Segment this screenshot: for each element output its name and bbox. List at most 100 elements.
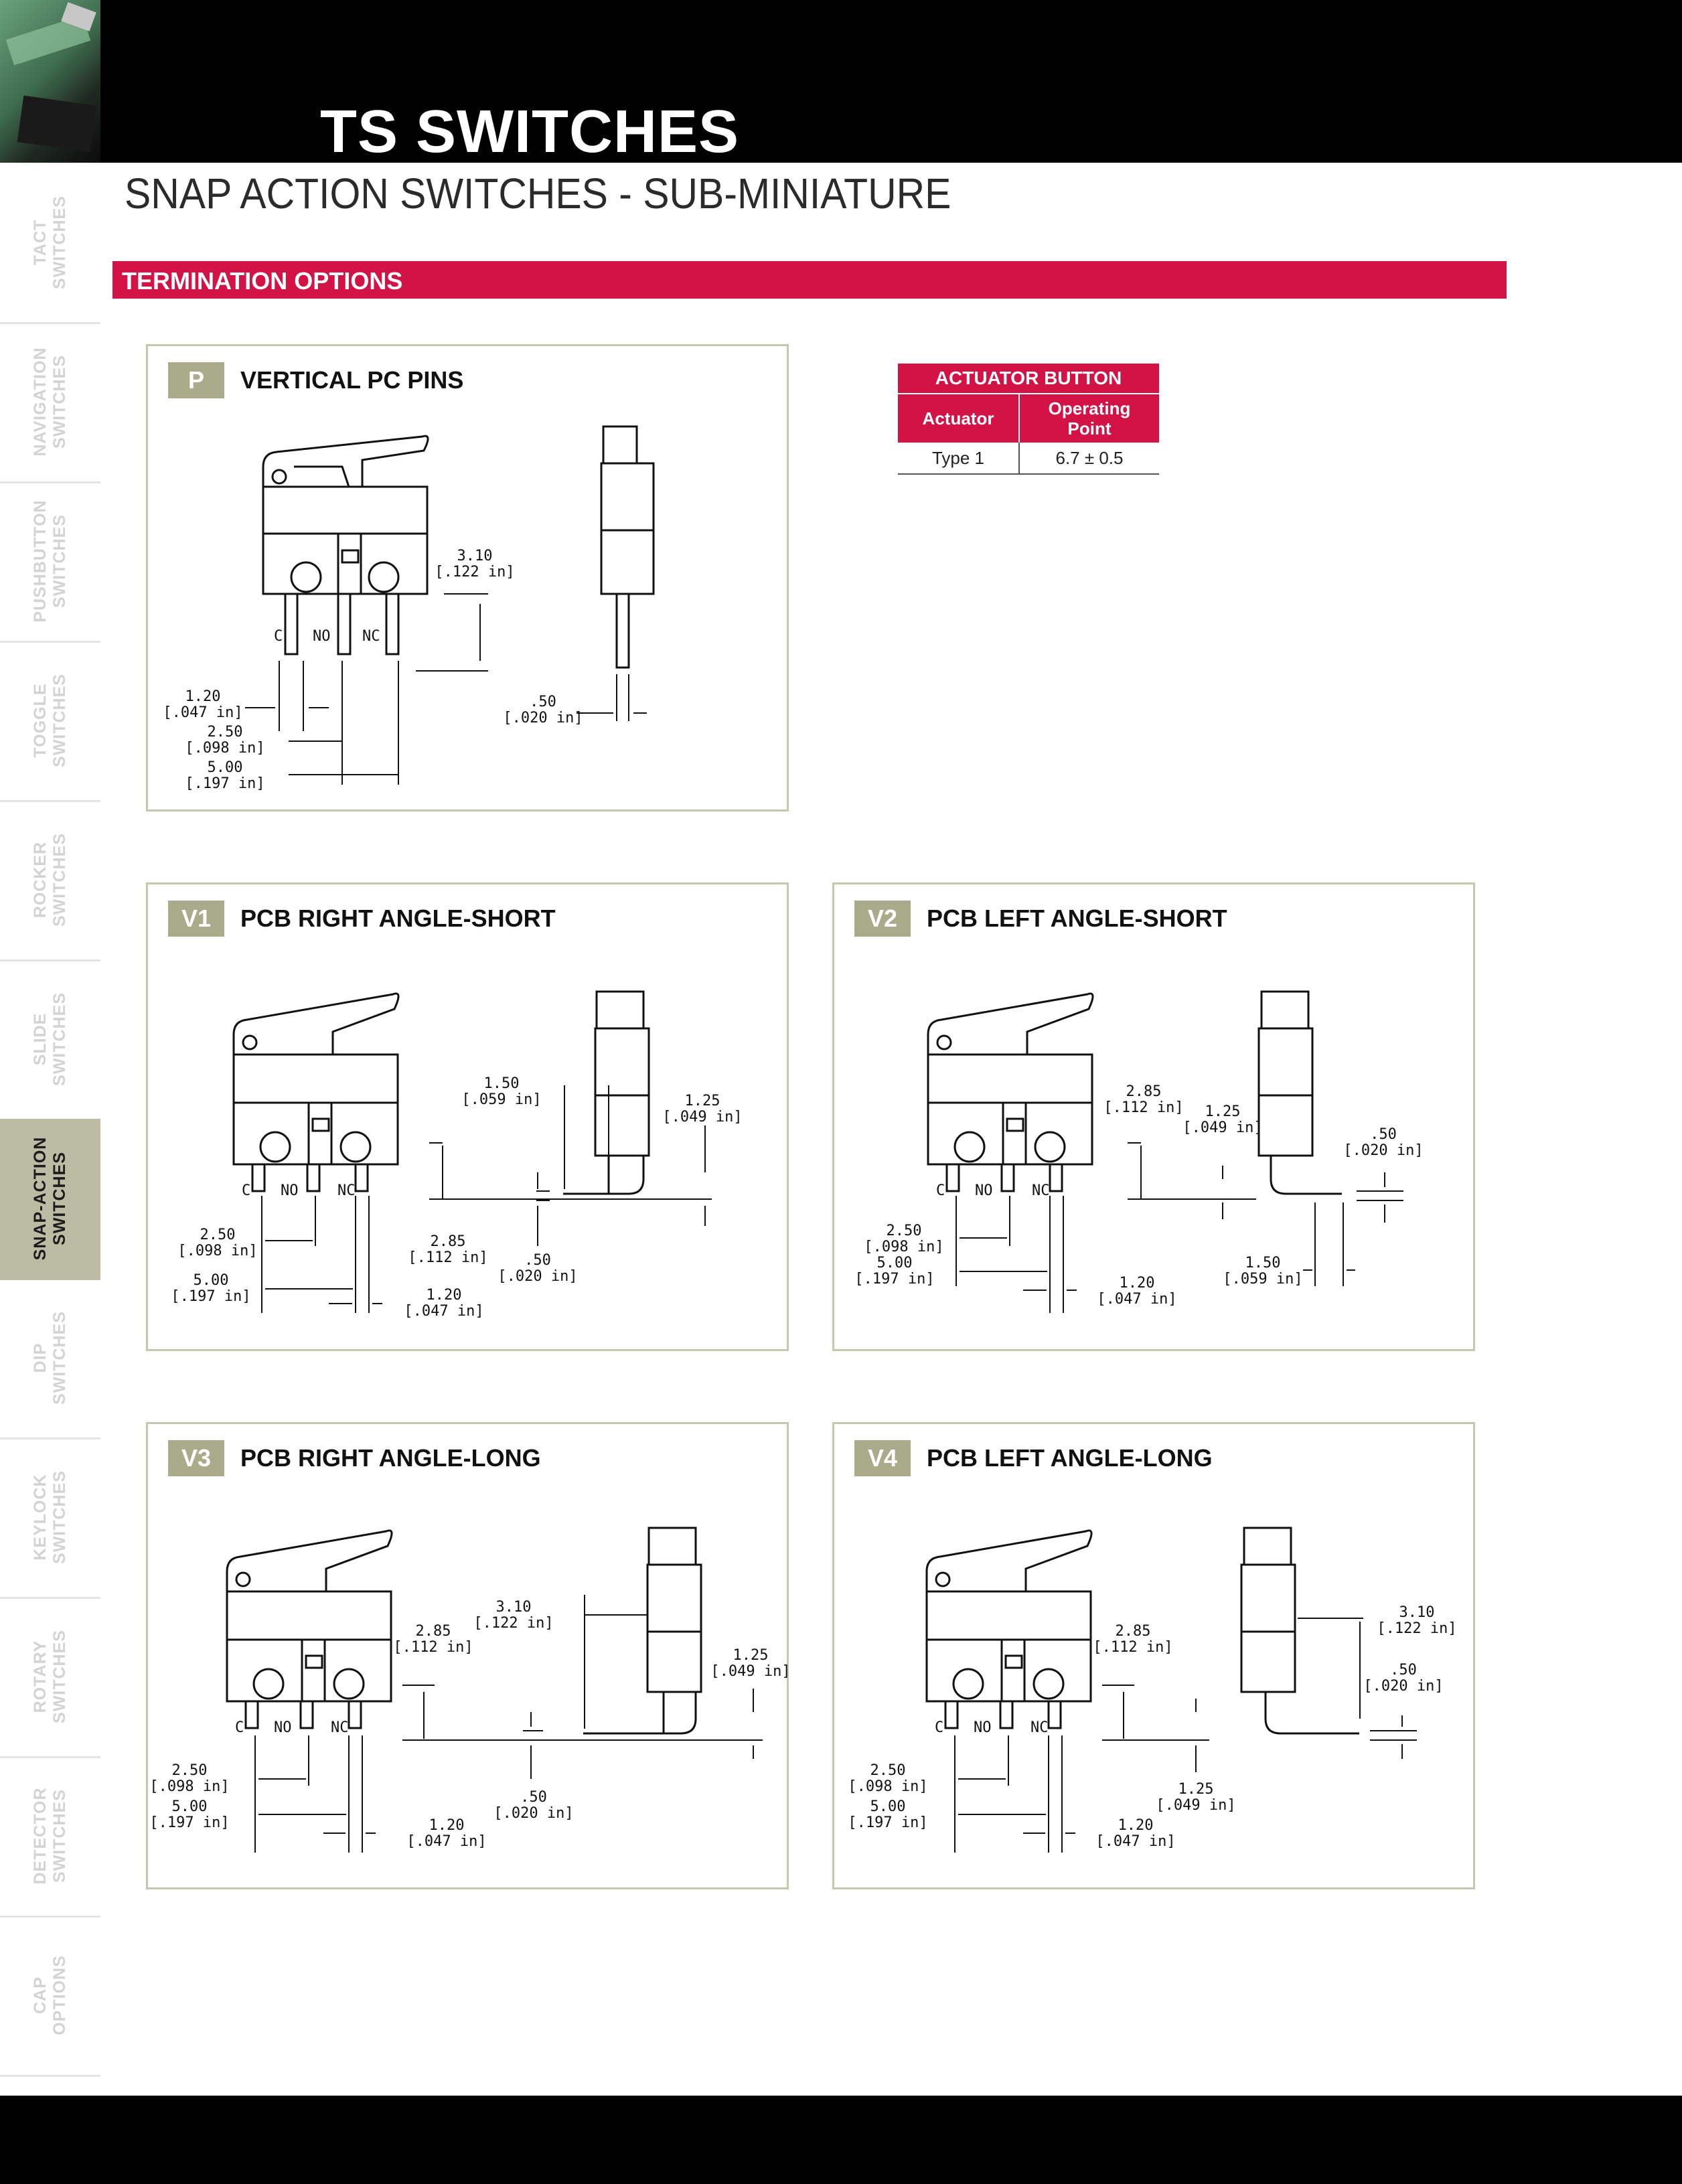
option-code-badge: V3 — [168, 1440, 224, 1476]
sidebar-tab-toggle[interactable]: TOGGLE SWITCHES — [0, 641, 100, 802]
dim-label: [.049 in] — [1182, 1119, 1262, 1136]
dim-label: 1.20 — [429, 1817, 465, 1834]
dimension-lines — [954, 1618, 1417, 1853]
dim-label: [.197 in] — [171, 1288, 250, 1305]
switch-body-side-view — [262, 435, 429, 595]
actuator-table: ACTUATOR BUTTON Actuator Operating Point… — [898, 364, 1159, 475]
category-sidebar: TACT SWITCHES NAVIGATION SWITCHES PUSHBU… — [0, 163, 100, 2098]
sidebar-tab-navigation[interactable]: NAVIGATION SWITCHES — [0, 322, 100, 483]
dim-label: [.112 in] — [1093, 1639, 1172, 1656]
sidebar-tab-rotary[interactable]: ROTARY SWITCHES — [0, 1597, 100, 1758]
terminals — [244, 1700, 362, 1729]
option-title: PCB RIGHT ANGLE-SHORT — [240, 905, 556, 932]
dim-label: 3.10 — [496, 1599, 532, 1616]
sidebar-tab-pushbutton[interactable]: PUSHBUTTON SWITCHES — [0, 481, 100, 643]
option-panel-v1: V1 PCB RIGHT ANGLE-SHORT — [146, 882, 789, 1351]
dim-label: 1.20 — [427, 1287, 462, 1304]
page-subtitle: SNAP ACTION SWITCHES - SUB-MINIATURE — [125, 169, 951, 218]
option-panel-v2: V2 PCB LEFT ANGLE-SHORT — [832, 882, 1475, 1351]
option-code-badge: P — [168, 362, 224, 398]
terminal-label: C — [274, 628, 283, 645]
sidebar-tab-detector[interactable]: DETECTOR SWITCHES — [0, 1756, 100, 1918]
terminals — [284, 593, 400, 655]
sidebar-tab-tact[interactable]: TACT SWITCHES — [0, 163, 100, 324]
front-view — [583, 1527, 702, 1735]
dim-label: [.049 in] — [1156, 1797, 1235, 1814]
sidebar-tab-label: CAP OPTIONS — [31, 1955, 69, 2035]
terminals — [944, 1700, 1062, 1729]
dim-label: 2.50 — [870, 1762, 906, 1779]
sidebar-tab-label: NAVIGATION SWITCHES — [31, 347, 69, 457]
dim-label: 2.85 — [1116, 1623, 1151, 1640]
sidebar-tab-snap-action[interactable]: SNAP-ACTION SWITCHES — [0, 1119, 100, 1280]
dim-label: [.112 in] — [393, 1639, 473, 1656]
header-bar — [0, 0, 1682, 163]
dim-label: [.047 in] — [163, 704, 242, 721]
dim-label: [.197 in] — [848, 1814, 927, 1831]
dim-label: .50 — [1370, 1126, 1397, 1143]
footer-bar — [0, 2096, 1682, 2184]
dim-label: [.122 in] — [473, 1615, 553, 1632]
dim-label: 2.50 — [172, 1762, 208, 1779]
front-view — [1257, 990, 1342, 1195]
dim-label: 1.25 — [733, 1647, 769, 1664]
dim-label: [.197 in] — [185, 775, 264, 792]
front-view — [600, 425, 655, 669]
option-panel-v4: V4 PCB LEFT ANGLE-LONG — [832, 1422, 1475, 1889]
terminal-label: C — [936, 1182, 945, 1199]
option-title: PCB LEFT ANGLE-SHORT — [927, 905, 1227, 932]
dim-label: .50 — [520, 1789, 547, 1806]
sidebar-tab-label: ROTARY SWITCHES — [31, 1630, 69, 1723]
sidebar-tab-label: DIP SWITCHES — [31, 1311, 69, 1405]
option-title: PCB RIGHT ANGLE-LONG — [240, 1444, 541, 1472]
product-photo — [0, 0, 100, 163]
dim-label: [.098 in] — [185, 740, 264, 757]
sidebar-tab-label: TACT SWITCHES — [31, 196, 69, 289]
dim-label: [.047 in] — [1097, 1291, 1176, 1308]
dim-label: 2.50 — [200, 1227, 236, 1243]
terminal-label: C — [242, 1182, 250, 1199]
sidebar-tab-keylock[interactable]: KEYLOCK SWITCHES — [0, 1437, 100, 1599]
dim-label: 1.20 — [1120, 1275, 1155, 1292]
sidebar-tab-cap-options[interactable]: CAP OPTIONS — [0, 1916, 100, 2077]
dim-label: [.047 in] — [1095, 1833, 1175, 1850]
dim-label: [.020 in] — [1363, 1678, 1443, 1695]
sidebar-tab-label: SLIDE SWITCHES — [31, 992, 69, 1086]
dim-label: [.020 in] — [493, 1805, 573, 1822]
drawing-pcb-right-angle-long: C NO NC 3.10 [.122 in] 2.85 [.112 in] 1.… — [149, 1527, 791, 1853]
terminals — [251, 1163, 369, 1192]
dim-label: [.197 in] — [149, 1814, 229, 1831]
dim-label: [.197 in] — [854, 1271, 934, 1288]
dimension-lines — [261, 1085, 712, 1313]
dim-label: [.122 in] — [435, 564, 514, 580]
sidebar-tab-rocker[interactable]: ROCKER SWITCHES — [0, 800, 100, 961]
terminal-label: C — [935, 1719, 943, 1736]
dim-label: .50 — [524, 1252, 551, 1269]
dim-label: [.098 in] — [177, 1243, 257, 1259]
dim-label: [.098 in] — [864, 1239, 943, 1255]
dimension-lines — [254, 1595, 763, 1853]
dim-label: [.098 in] — [848, 1778, 927, 1795]
switch-body-side-view — [925, 1529, 1093, 1703]
dim-label: [.049 in] — [710, 1663, 790, 1680]
terminal-label: NC — [331, 1719, 349, 1736]
option-code-badge: V2 — [854, 901, 911, 937]
sidebar-tab-label: DETECTOR SWITCHES — [31, 1787, 69, 1885]
sidebar-tab-dip[interactable]: DIP SWITCHES — [0, 1278, 100, 1439]
dim-label: 1.50 — [1245, 1255, 1281, 1271]
dim-label: [.059 in] — [461, 1091, 541, 1108]
terminal-label: NO — [974, 1719, 992, 1736]
front-view — [563, 990, 650, 1195]
option-code-badge: V1 — [168, 901, 224, 937]
option-panel-v3: V3 PCB RIGHT ANGLE-LONG — [146, 1422, 791, 1889]
terminal-label: NO — [274, 1719, 292, 1736]
sidebar-tab-slide[interactable]: SLIDE SWITCHES — [0, 959, 100, 1121]
terminal-label: NC — [1030, 1719, 1049, 1736]
dim-label: [.098 in] — [149, 1778, 229, 1795]
dim-label: [.047 in] — [404, 1303, 483, 1320]
sidebar-tab-label: TOGGLE SWITCHES — [31, 674, 69, 767]
section-header: TERMINATION OPTIONS — [112, 261, 1507, 299]
section-title: TERMINATION OPTIONS — [122, 267, 403, 295]
table-cell: Type 1 — [898, 443, 1020, 475]
terminal-label: NO — [313, 628, 331, 645]
